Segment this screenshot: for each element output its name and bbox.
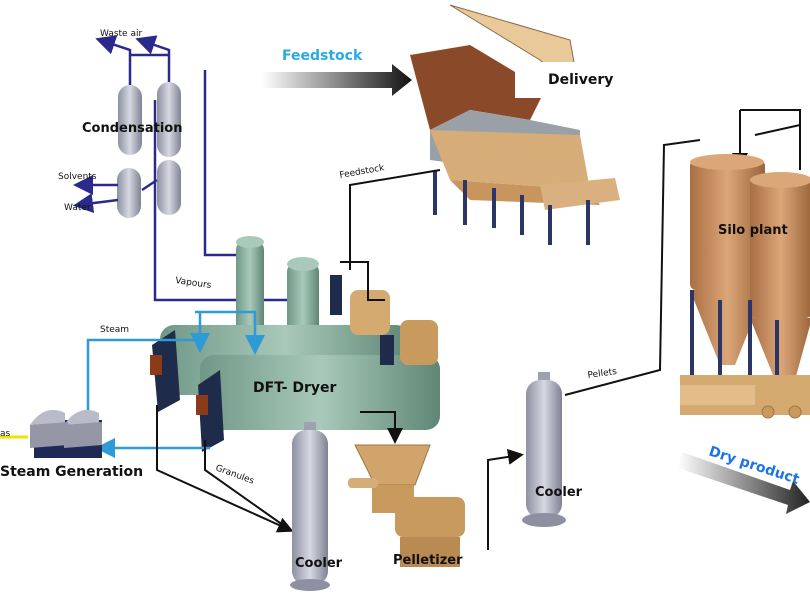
silo-plant [680, 154, 810, 419]
steam-label: Steam [100, 325, 129, 335]
cooler-1-label: Cooler [295, 556, 343, 571]
feedstock-arrow-label: Feedstock [282, 48, 363, 64]
silo-plant-label: Silo plant [718, 223, 788, 238]
cooler-2 [522, 372, 566, 527]
vapours-label: Vapours [175, 276, 213, 291]
steam-lines [86, 310, 265, 458]
dry-product-flow-arrow [678, 452, 810, 514]
feedstock-line-label: Feedstock [339, 163, 386, 181]
delivery-label-box [515, 62, 630, 98]
vapour-lines [73, 35, 294, 302]
water-label: Water [64, 203, 91, 213]
delivery-label: Delivery [548, 72, 613, 88]
steam-generation-unit [30, 409, 102, 458]
pelletizer-label: Pelletizer [393, 553, 463, 568]
cooler-1 [290, 422, 330, 591]
dryer-label: DFT- Dryer [253, 380, 337, 396]
dft-dryer [150, 236, 440, 452]
granules-label: Granules [214, 463, 256, 486]
cooler-2-label: Cooler [535, 485, 583, 500]
condensation-unit [117, 82, 181, 218]
gas-label: as [0, 429, 11, 439]
solvents-label: Solvents [58, 172, 97, 182]
pellets-label: Pellets [587, 367, 618, 381]
steam-generation-label: Steam Generation [0, 464, 143, 480]
pelletizer [348, 444, 465, 567]
condensation-label: Condensation [82, 121, 182, 136]
process-lines [156, 109, 801, 550]
feedstock-flow-arrow [262, 64, 412, 96]
waste-air-label: Waste air [100, 29, 142, 39]
delivery-bunker [410, 4, 620, 245]
